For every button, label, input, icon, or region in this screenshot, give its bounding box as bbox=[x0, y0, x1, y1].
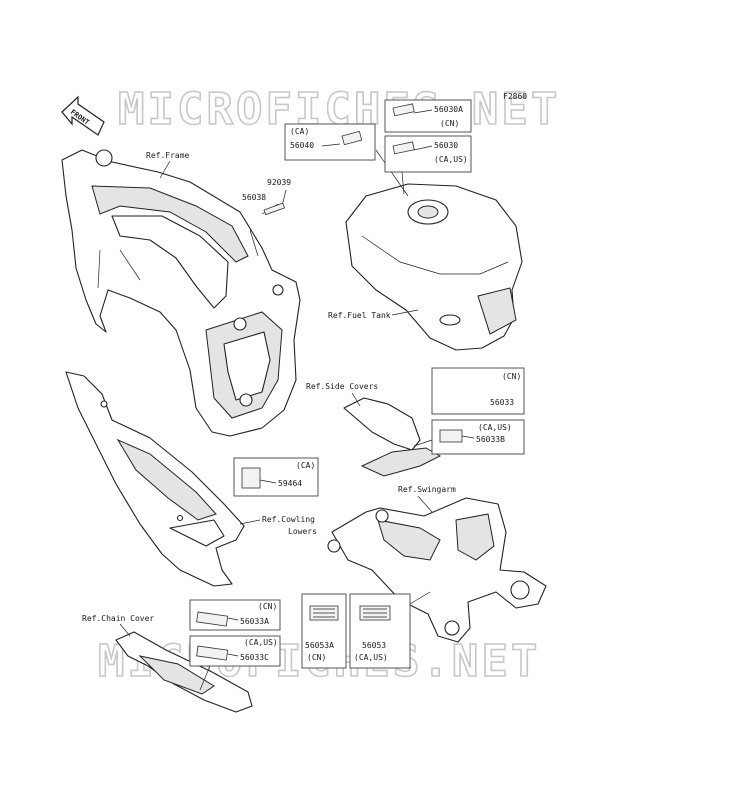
ref-side-covers-label: Ref.Side Covers bbox=[306, 382, 378, 391]
ref-fuel-tank-label: Ref.Fuel Tank bbox=[328, 311, 391, 320]
part-92039-label: 92039 bbox=[267, 178, 291, 187]
part-56038-label: 56038 bbox=[242, 193, 266, 202]
box-56033-region: (CN) bbox=[502, 372, 521, 381]
box-56033b-number: 56033B bbox=[476, 435, 505, 444]
box-59464-number: 59464 bbox=[278, 479, 302, 488]
box-56033a-number: 56033A bbox=[240, 617, 269, 626]
ref-frame-label: Ref.Frame bbox=[146, 151, 190, 160]
box-56053a-number: 56053A bbox=[305, 641, 334, 650]
box-56053a-region: (CN) bbox=[307, 653, 326, 662]
ref-swingarm-label: Ref.Swingarm bbox=[398, 485, 456, 494]
figure-code: F2860 bbox=[503, 92, 527, 101]
box-56030a-number: 56030A bbox=[434, 105, 463, 114]
box-56053-number: 56053 bbox=[362, 641, 386, 650]
box-56033c-region: (CA,US) bbox=[244, 638, 278, 647]
fuel-tank-drawing bbox=[345, 183, 523, 351]
box-56033-number: 56033 bbox=[490, 398, 514, 407]
box-56033: (CN) 56033 bbox=[431, 367, 525, 415]
box-56030a: 56030A (CN) bbox=[384, 99, 472, 133]
box-59464: (CA) 59464 bbox=[233, 457, 319, 497]
box-56030: 56030 (CA,US) bbox=[384, 135, 472, 195]
ref-cowling-label-line1: Ref.Cowling bbox=[262, 515, 315, 524]
box-56040-region: (CA) bbox=[290, 127, 309, 136]
box-56030-number: 56030 bbox=[434, 141, 458, 150]
box-56040: (CA) 56040 bbox=[284, 123, 409, 197]
box-56033a-region: (CN) bbox=[258, 602, 277, 611]
box-56053-region: (CA,US) bbox=[354, 653, 388, 662]
box-56033c: (CA,US) 56033C bbox=[189, 635, 281, 691]
chain-cover-drawing bbox=[115, 631, 253, 713]
side-cover-drawing bbox=[343, 397, 442, 477]
box-56030a-region: (CN) bbox=[440, 119, 459, 128]
box-56053a: 56053A (CN) bbox=[301, 593, 347, 669]
cowling-lowers-drawing bbox=[65, 371, 245, 587]
box-56033b: (CA,US) 56033B bbox=[413, 419, 525, 455]
box-59464-region: (CA) bbox=[296, 461, 315, 470]
swingarm-drawing bbox=[327, 497, 547, 643]
ref-cowling-label-line2: Lowers bbox=[288, 527, 317, 536]
box-56033c-number: 56033C bbox=[240, 653, 269, 662]
box-56030-region: (CA,US) bbox=[434, 155, 468, 164]
front-arrow-icon: FRONT bbox=[61, 95, 105, 136]
box-56040-number: 56040 bbox=[290, 141, 314, 150]
frame-drawing bbox=[61, 149, 301, 437]
box-56053: 56053 (CA,US) bbox=[349, 591, 431, 669]
box-56033a: (CN) 56033A bbox=[189, 599, 281, 631]
box-56033b-region: (CA,US) bbox=[478, 423, 512, 432]
ref-chain-cover-label: Ref.Chain Cover bbox=[82, 614, 154, 623]
